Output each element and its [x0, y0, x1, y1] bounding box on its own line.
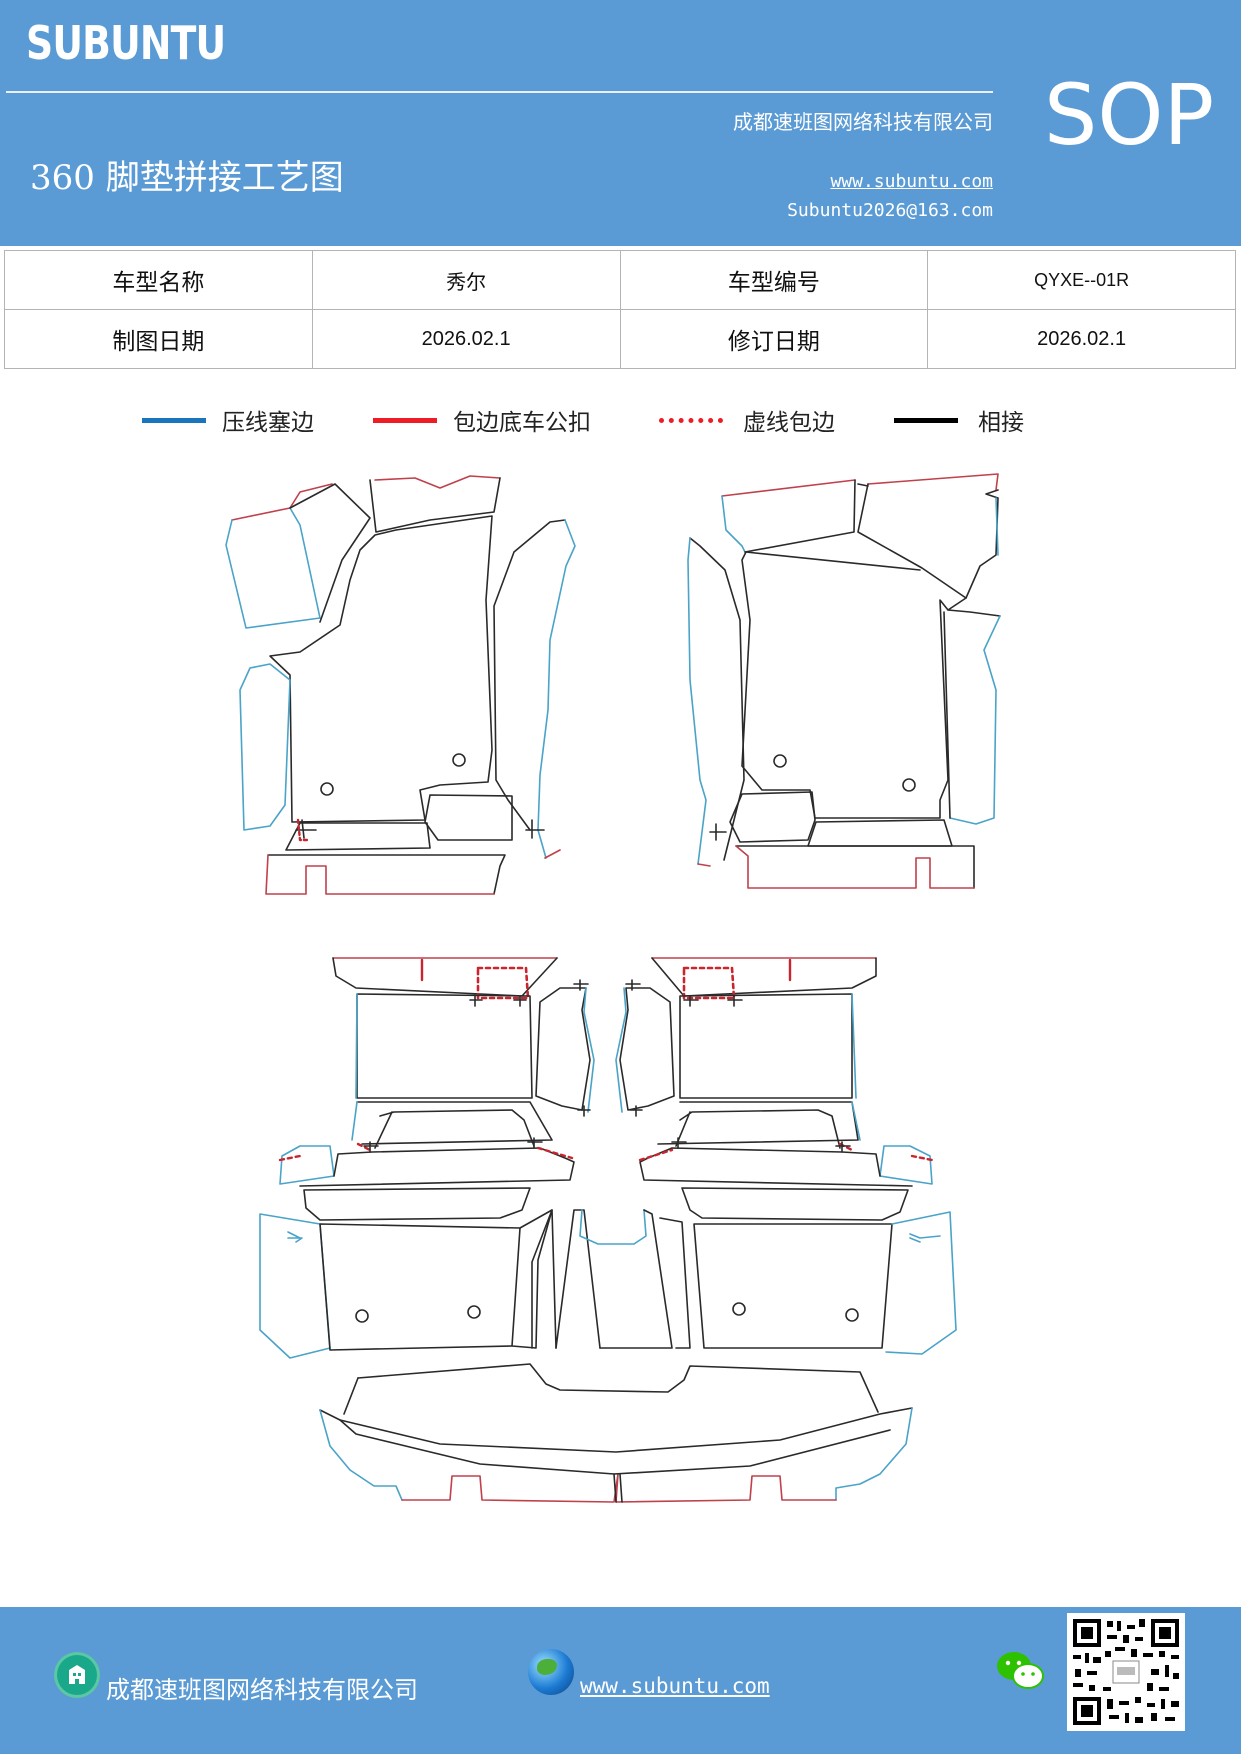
floor-mat-diagram: [225, 473, 1001, 1503]
website-link[interactable]: www.subuntu.com: [830, 171, 993, 192]
legend-label: 压线塞边: [222, 410, 314, 436]
legend-swatch: [659, 417, 723, 423]
legend-swatch: [894, 417, 958, 423]
legend-item-red-edge: 包边底车公扣: [373, 402, 591, 438]
company-name: 成都速班图网络科技有限公司: [733, 110, 993, 134]
wechat-icon[interactable]: [995, 1649, 1045, 1693]
second-row-left-mat: [278, 957, 595, 1187]
legend-label: 包边底车公扣: [453, 410, 591, 436]
draw-date-label: 制图日期: [4, 309, 313, 369]
model-code-label: 车型编号: [619, 250, 929, 310]
legend-swatch: [142, 417, 206, 423]
header-divider: [6, 91, 993, 93]
logo: SUBUNTU: [26, 16, 226, 70]
third-row-mats: [259, 1187, 957, 1359]
revise-date-value: 2026.02.1: [927, 309, 1236, 369]
legend-label: 虚线包边: [743, 410, 835, 436]
email-address: Subuntu2026@163.com: [787, 200, 993, 221]
info-table: 车型名称 秀尔 车型编号 QYXE--01R 制图日期 2026.02.1 修订…: [4, 250, 1236, 369]
header: SUBUNTU 成都速班图网络科技有限公司 360 脚垫拼接工艺图 www.su…: [0, 0, 1241, 246]
legend-swatch: [373, 417, 437, 423]
model-code-value: QYXE--01R: [927, 250, 1236, 310]
footer-website-link[interactable]: www.subuntu.com: [580, 1674, 770, 1698]
revise-date-label: 修订日期: [619, 309, 929, 369]
draw-date-value: 2026.02.1: [311, 309, 621, 369]
legend-item-dotted-edge: 虚线包边: [659, 402, 835, 438]
building-icon: [54, 1652, 100, 1698]
legend-label: 相接: [978, 410, 1024, 436]
legend-item-press-line: 压线塞边: [142, 402, 314, 438]
legend-item-joined: 相接: [894, 402, 1024, 438]
trunk-mat: [319, 1363, 913, 1503]
model-name-label: 车型名称: [4, 250, 313, 310]
model-name-value: 秀尔: [311, 250, 621, 310]
globe-icon: [528, 1649, 574, 1695]
footer: 成都速班图网络科技有限公司 www.subuntu.com: [0, 1607, 1241, 1754]
front-left-mat: [225, 475, 576, 895]
footer-company: 成都速班图网络科技有限公司: [106, 1676, 418, 1704]
front-right-mat: [687, 473, 1001, 889]
second-row-right-mat: [615, 957, 934, 1187]
page-title: 360 脚垫拼接工艺图: [30, 158, 344, 198]
qr-code: [1067, 1613, 1185, 1731]
table-row: 制图日期 2026.02.1 修订日期 2026.02.1: [4, 309, 1236, 369]
sop-badge: SOP: [1044, 66, 1215, 164]
table-row: 车型名称 秀尔 车型编号 QYXE--01R: [4, 250, 1236, 310]
